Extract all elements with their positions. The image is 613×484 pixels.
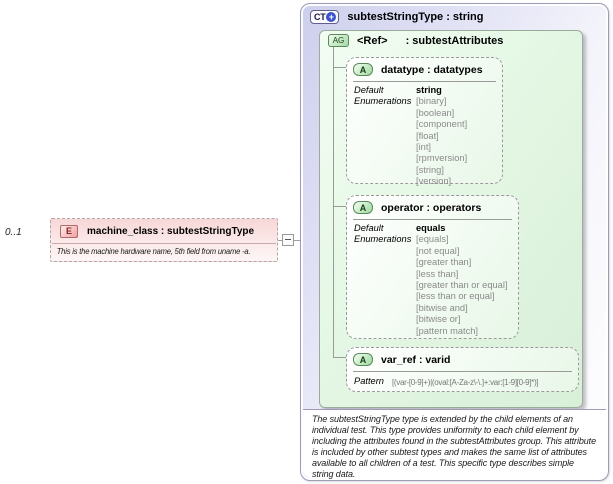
attribute-separator <box>353 81 496 82</box>
attribute-separator <box>353 371 572 372</box>
enum-value: [int] <box>416 142 431 153</box>
enum-value: [bitwise and] <box>416 302 468 313</box>
attribute-group-icon: AG <box>328 34 349 47</box>
plus-icon: + <box>326 12 337 22</box>
enum-value: [version] <box>416 176 452 187</box>
attribute-icon: A <box>353 201 373 214</box>
attribute-box-operator[interactable]: A operator : operators Default equals En… <box>346 195 519 339</box>
connector-line-right <box>294 240 300 241</box>
cardinality-label: 0..1 <box>5 227 22 238</box>
enum-value: [pattern match] <box>416 325 479 336</box>
enum-value: [binary] <box>416 96 447 107</box>
type-annotation-text: The subtestStringType type is extended b… <box>312 414 596 479</box>
attribute-title: operator : operators <box>381 201 482 214</box>
attribute-group-ref: <Ref> <box>357 34 388 47</box>
default-value: string <box>416 85 442 95</box>
attribute-title: var_ref : varid <box>381 353 451 366</box>
attribute-header: A datatype : datatypes <box>347 58 502 81</box>
attribute-title: datatype : datatypes <box>381 63 483 76</box>
element-title: machine_class : subtestStringType <box>87 225 255 237</box>
element-icon: E <box>60 224 78 238</box>
enum-value: [float] <box>416 130 439 141</box>
element-separator <box>52 243 276 244</box>
facet-enumerations: Enumerations [equals][not equal][greater… <box>354 234 508 337</box>
panel-title-row: CT + subtestStringType : string <box>310 10 484 24</box>
attribute-icon: A <box>353 353 373 366</box>
minus-icon <box>285 239 291 240</box>
enum-value: [component] <box>416 119 468 130</box>
facet-default: Default equals <box>354 223 446 233</box>
enum-value: [not equal] <box>416 245 460 256</box>
facet-enumerations: Enumerations [binary][boolean][component… <box>354 96 468 187</box>
enum-value: [less than] <box>416 268 459 279</box>
collapse-handle[interactable] <box>282 234 294 246</box>
enum-value: [equals] <box>416 234 449 245</box>
enum-value: [greater than or equal] <box>416 280 508 291</box>
complex-type-title: subtestStringType : string <box>347 11 484 23</box>
facet-pattern: Pattern [(var-[0-9]+)|(oval:[A-Za-z\-\.]… <box>354 376 539 387</box>
enum-value: [rpmversion] <box>416 153 468 164</box>
attribute-box-datatype[interactable]: A datatype : datatypes Default string En… <box>346 57 503 187</box>
enum-value: [less than or equal] <box>416 291 495 302</box>
facet-default: Default string <box>354 85 442 95</box>
element-header: E machine_class : subtestStringType <box>51 219 277 243</box>
tree-connector-vertical <box>333 47 334 357</box>
tree-connector-varref <box>333 357 346 358</box>
enum-value: [greater than] <box>416 257 472 268</box>
enumeration-list: [binary][boolean][component][float][int]… <box>416 96 467 187</box>
enumeration-list: [equals][not equal][greater than][less t… <box>416 234 507 337</box>
tree-connector-datatype <box>333 67 346 68</box>
element-annotation: This is the machine hardware name, 5th f… <box>56 247 251 256</box>
attribute-icon: A <box>353 63 373 76</box>
attribute-separator <box>353 219 512 220</box>
attribute-header: A var_ref : varid <box>347 348 578 371</box>
connector-line-left <box>278 240 282 241</box>
tree-connector-operator <box>333 206 346 207</box>
enum-value: [boolean] <box>416 107 455 118</box>
pattern-value: [(var-[0-9]+)|(oval:[A-Za-z\-\.]+:var:[1… <box>391 378 539 387</box>
attribute-box-var-ref[interactable]: A var_ref : varid Pattern [(var-[0-9]+)|… <box>346 347 579 392</box>
attribute-group-type: : subtestAttributes <box>405 34 504 47</box>
type-annotation-area: The subtestStringType type is extended b… <box>303 409 606 479</box>
enum-value: [bitwise or] <box>416 314 461 325</box>
attribute-group-box[interactable]: AG <Ref> : subtestAttributes A datatype … <box>319 30 583 408</box>
enum-value: [string] <box>416 164 444 175</box>
default-value: equals <box>416 223 446 233</box>
attribute-header: A operator : operators <box>347 196 518 219</box>
complex-type-icon[interactable]: CT + <box>310 10 340 24</box>
complex-type-panel: CT + subtestStringType : string AG <Ref>… <box>300 3 609 481</box>
element-box-machine-class[interactable]: E machine_class : subtestStringType This… <box>50 218 278 262</box>
attribute-group-header: AG <Ref> : subtestAttributes <box>328 34 503 47</box>
